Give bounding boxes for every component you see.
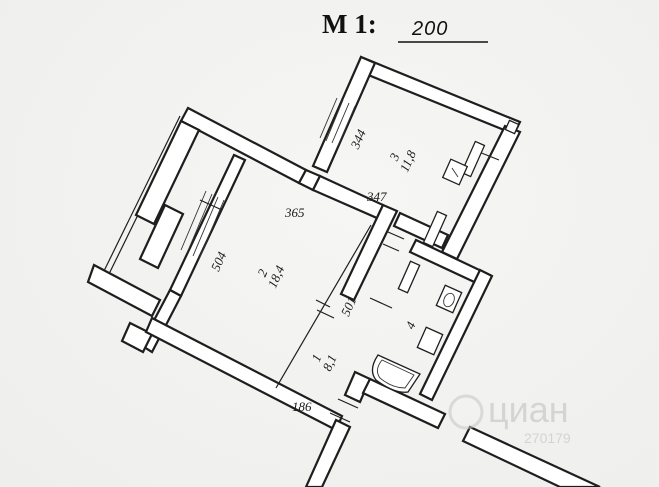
bathtub-icon (371, 354, 421, 393)
room-3-label: 3 11,8 (386, 148, 420, 174)
watermark: циан 270179 (448, 389, 571, 446)
room-3-area: 11,8 (396, 148, 419, 174)
dim-room3-width: 344 (347, 127, 369, 152)
dim-room2-right: 501 (338, 294, 360, 318)
dim-room1-bottom: 186 (292, 399, 312, 414)
washbasin-icon (416, 326, 444, 356)
walls (86, 55, 601, 487)
fixtures (371, 119, 520, 393)
room-2-area: 18,4 (264, 263, 287, 290)
meter-icon (504, 119, 520, 135)
window-room-3 (319, 97, 356, 147)
scale-prefix: M 1: (322, 9, 377, 39)
scale-value: 200 (411, 18, 448, 40)
room-1-label: 1 8,1 (308, 352, 339, 373)
dim-room3-bottom: 347 (366, 189, 387, 204)
dim-room2-left: 504 (208, 249, 230, 273)
watermark-logo-icon (448, 394, 484, 430)
room-4-number: 4 (402, 319, 419, 331)
sink-strip (397, 260, 421, 294)
watermark-brand: циан (488, 389, 569, 430)
room-1-area: 8,1 (319, 352, 339, 373)
counter-room-3 (422, 210, 448, 248)
dim-room2-top: 365 (284, 205, 305, 220)
watermark-code: 270179 (524, 430, 571, 446)
room-2-label: 2 18,4 (254, 263, 288, 290)
toilet-icon (435, 284, 463, 314)
